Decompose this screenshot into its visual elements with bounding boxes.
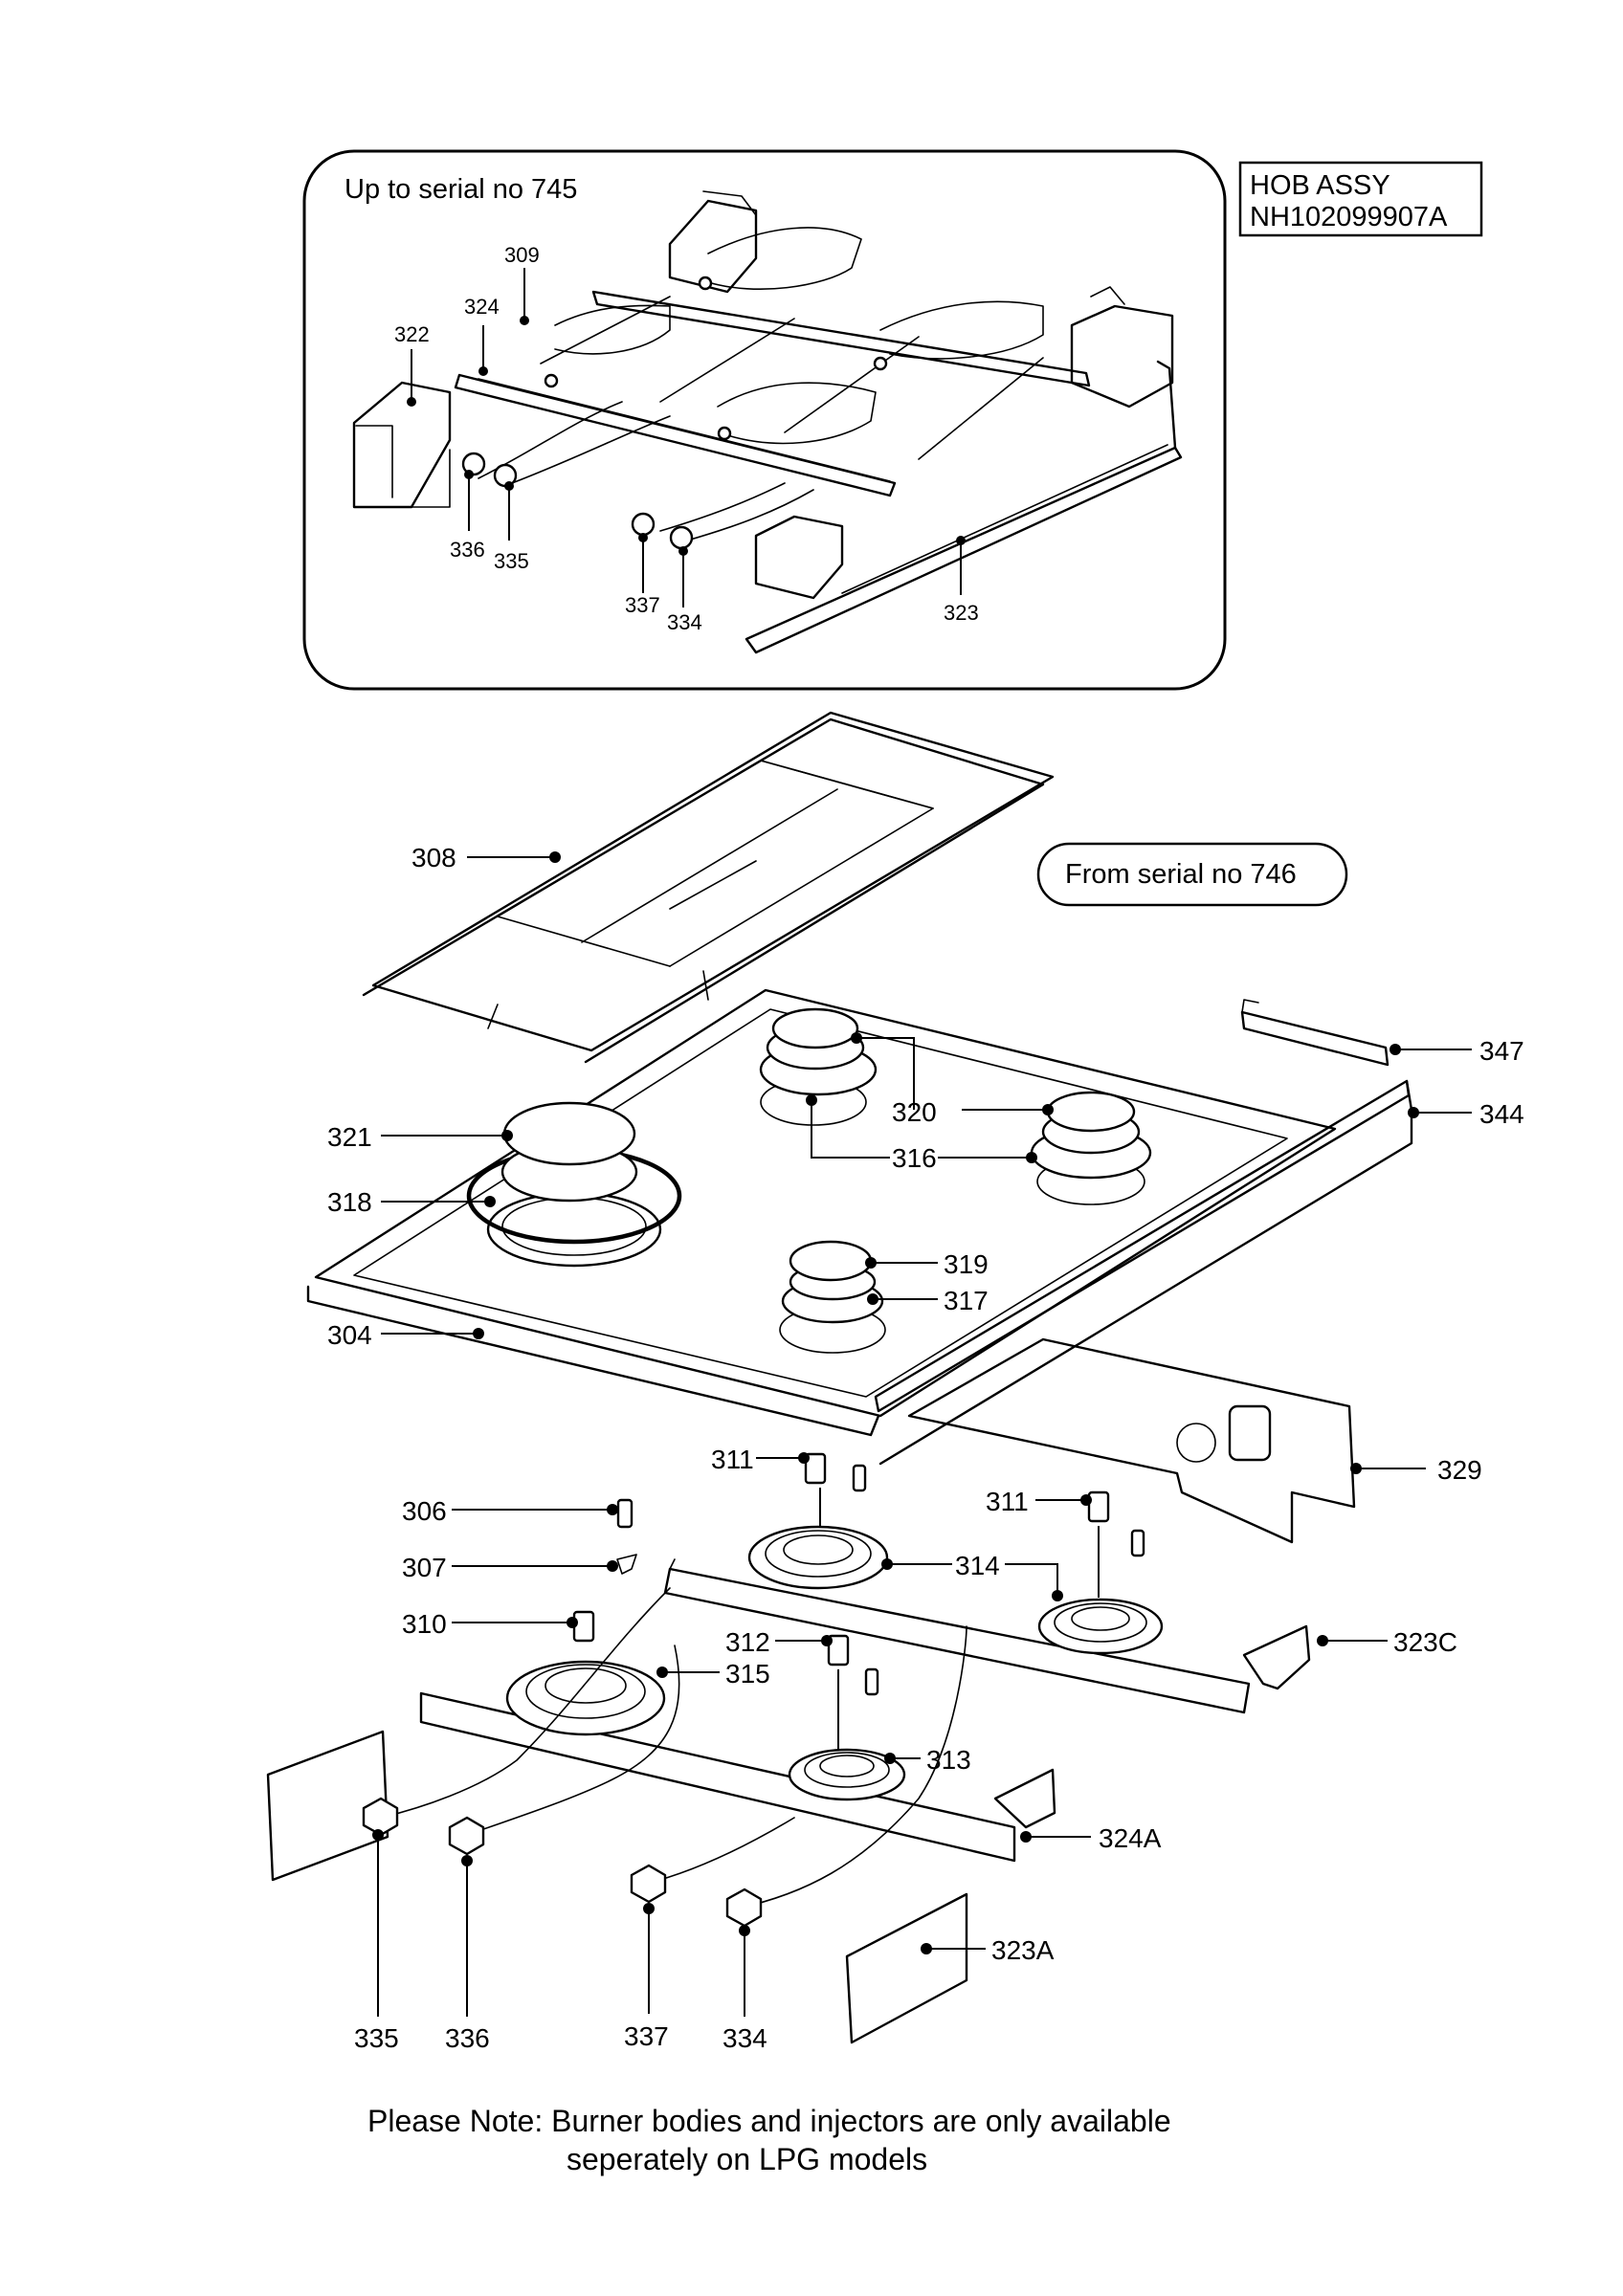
- callout-324A: 324A: [1099, 1823, 1162, 1853]
- callout-323-inset: 323: [944, 601, 979, 625]
- front-right-burner: [779, 1240, 886, 1354]
- callout-314: 314: [955, 1551, 1000, 1580]
- hob-top-tray: [306, 988, 1337, 1437]
- callout-336-inset: 336: [450, 538, 485, 562]
- injectors: [572, 1452, 1145, 1696]
- large-burner-ring: [466, 1101, 682, 1268]
- callout-337-inset: 337: [625, 593, 660, 617]
- callout-347: 347: [1479, 1036, 1524, 1066]
- main-callouts: 308 347 344 320 321 316 318 319 317 304 …: [327, 843, 1524, 2053]
- callout-317: 317: [944, 1286, 989, 1315]
- assembly-title: HOB ASSY: [1250, 170, 1390, 201]
- assembly-part-number: NH102099907A: [1250, 202, 1448, 232]
- callout-309-inset: 309: [504, 243, 540, 267]
- callout-318: 318: [327, 1187, 372, 1217]
- callout-323A: 323A: [991, 1935, 1055, 1965]
- callout-319: 319: [944, 1249, 989, 1279]
- callout-311-left: 311: [711, 1445, 754, 1474]
- callout-335-inset: 335: [494, 549, 529, 573]
- callout-316: 316: [892, 1143, 937, 1173]
- callout-312: 312: [725, 1627, 770, 1657]
- callout-334: 334: [723, 2023, 767, 2053]
- callout-329: 329: [1437, 1455, 1482, 1485]
- callout-322-inset: 322: [394, 322, 430, 346]
- callout-313: 313: [926, 1745, 971, 1775]
- callout-337: 337: [624, 2021, 669, 2051]
- callout-310: 310: [402, 1609, 447, 1639]
- footnote: Please Note: Burner bodies and injectors…: [367, 2104, 1171, 2176]
- inset-old-frame: Up to serial no 745: [302, 149, 1227, 691]
- rear-left-burner: [759, 1007, 878, 1126]
- lower-burner-bodies: [505, 1525, 1164, 1801]
- callout-304: 304: [327, 1320, 372, 1350]
- footnote-line-2: seperately on LPG models: [567, 2142, 927, 2176]
- callout-336: 336: [445, 2023, 490, 2053]
- callout-324-inset: 324: [464, 295, 500, 319]
- callout-306: 306: [402, 1496, 447, 1526]
- pan-support-grid: [362, 711, 1055, 1064]
- back-panel: [907, 1337, 1356, 1544]
- assembly-title-box: HOB ASSY NH102099907A: [1238, 161, 1483, 237]
- rear-right-burner: [1030, 1091, 1152, 1205]
- hex-nuts: [362, 1797, 763, 1928]
- new-version-caption: From serial no 746: [1065, 859, 1297, 890]
- inset-callouts: 309 324 322 336 335 337 334 323: [394, 243, 979, 634]
- callout-323C: 323C: [1393, 1627, 1457, 1657]
- callout-335: 335: [354, 2023, 399, 2053]
- side-rail: [874, 1079, 1413, 1466]
- callout-311-right: 311: [986, 1487, 1029, 1516]
- front-burner-rail: [419, 1691, 1016, 1863]
- callout-308: 308: [411, 843, 456, 872]
- rear-trim-bracket: [1240, 999, 1390, 1067]
- footnote-line-1: Please Note: Burner bodies and injectors…: [367, 2104, 1171, 2138]
- mounting-brackets: [266, 1624, 1311, 2044]
- callout-344: 344: [1479, 1099, 1524, 1129]
- inset-burner-frame-drawing: [352, 190, 1183, 654]
- new-version-badge: From serial no 746: [1036, 842, 1348, 907]
- callout-334-inset: 334: [667, 610, 702, 634]
- gas-pipes: [380, 1587, 967, 1910]
- callout-321: 321: [327, 1122, 372, 1152]
- callout-320: 320: [892, 1097, 937, 1127]
- inset-caption: Up to serial no 745: [345, 174, 577, 205]
- callout-315: 315: [725, 1659, 770, 1689]
- callout-307: 307: [402, 1553, 447, 1582]
